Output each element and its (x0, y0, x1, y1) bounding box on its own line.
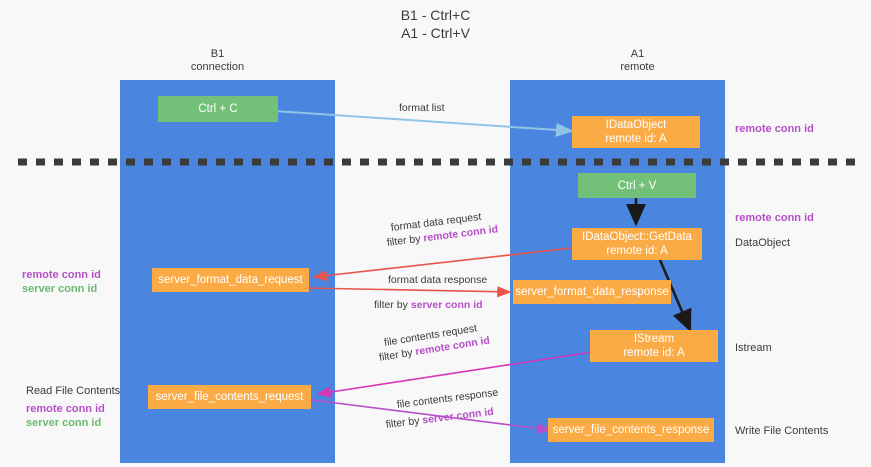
node-istream-line2: remote id: A (623, 347, 685, 359)
filter-prefix: filter by (386, 232, 425, 249)
node-idataobject-line2: remote id: A (605, 133, 667, 145)
note-right-remote-conn-id-top: remote conn id (735, 123, 814, 135)
title-line-1: B1 - Ctrl+C (400, 7, 471, 23)
note-left-remote-conn-id-bottom: remote conn id (26, 403, 105, 415)
note-left-server-conn-id-bottom: server conn id (26, 417, 102, 429)
lane-header-b1: B1 connection (155, 48, 280, 74)
page-title: B1 - Ctrl+C A1 - Ctrl+V (0, 6, 871, 42)
node-server-file-contents-request[interactable]: server_file_contents_request (148, 385, 311, 409)
node-istream[interactable]: IStream remote id: A (590, 330, 718, 362)
lane-a1-subtitle: remote (620, 61, 655, 73)
node-getdata[interactable]: IDataObject::GetData remote id: A (572, 228, 702, 260)
node-server-file-contents-response[interactable]: server_file_contents_response (548, 418, 714, 442)
filter-value: server conn id (421, 405, 495, 427)
note-right-istream: Istream (735, 342, 772, 354)
node-server-file-contents-response-label: server_file_contents_response (552, 424, 710, 436)
node-server-format-data-response-label: server_format_data_response (515, 286, 669, 298)
node-idataobject-line1: IDataObject (605, 119, 667, 131)
filter-prefix: filter by (374, 299, 411, 311)
node-ctrl-v[interactable]: Ctrl + V (578, 173, 696, 198)
title-line-2: A1 - Ctrl+V (401, 25, 470, 41)
filter-prefix: filter by (385, 414, 424, 431)
node-idataobject[interactable]: IDataObject remote id: A (572, 116, 700, 148)
edge-format-data-response (305, 286, 512, 298)
node-getdata-line2: remote id: A (606, 245, 668, 257)
lane-b1-name: B1 (210, 48, 225, 60)
edge-label-format-list: format list (399, 102, 445, 114)
node-server-format-data-response[interactable]: server_format_data_response (513, 280, 671, 304)
node-ctrl-c-label: Ctrl + C (198, 103, 238, 115)
node-istream-line1: IStream (633, 333, 675, 345)
filter-value: server conn id (410, 299, 483, 311)
note-right-dataobject: DataObject (735, 237, 791, 249)
node-ctrl-c[interactable]: Ctrl + C (158, 96, 278, 122)
note-right-write-file-contents: Write File Contents (735, 425, 829, 437)
lane-a1-name: A1 (630, 48, 645, 60)
node-server-format-data-request[interactable]: server_format_data_request (152, 268, 309, 292)
edge-label-format-data-response: format data response (388, 274, 488, 286)
note-left-read-file-contents: Read File Contents (26, 385, 121, 397)
node-server-format-data-request-label: server_format_data_request (158, 274, 303, 286)
edge-label-format-data-response-filter: filter by server conn id (374, 298, 483, 312)
note-left-remote-conn-id-mid: remote conn id (22, 269, 101, 281)
lane-b1-subtitle: connection (190, 61, 245, 73)
filter-prefix: filter by (378, 346, 417, 364)
note-left-server-conn-id-mid: server conn id (22, 283, 98, 295)
note-right-remote-conn-id-mid: remote conn id (735, 212, 814, 224)
node-server-file-contents-request-label: server_file_contents_request (155, 391, 304, 403)
node-getdata-line1: IDataObject::GetData (582, 231, 692, 243)
node-ctrl-v-label: Ctrl + V (617, 179, 657, 192)
lane-header-a1: A1 remote (575, 48, 700, 74)
